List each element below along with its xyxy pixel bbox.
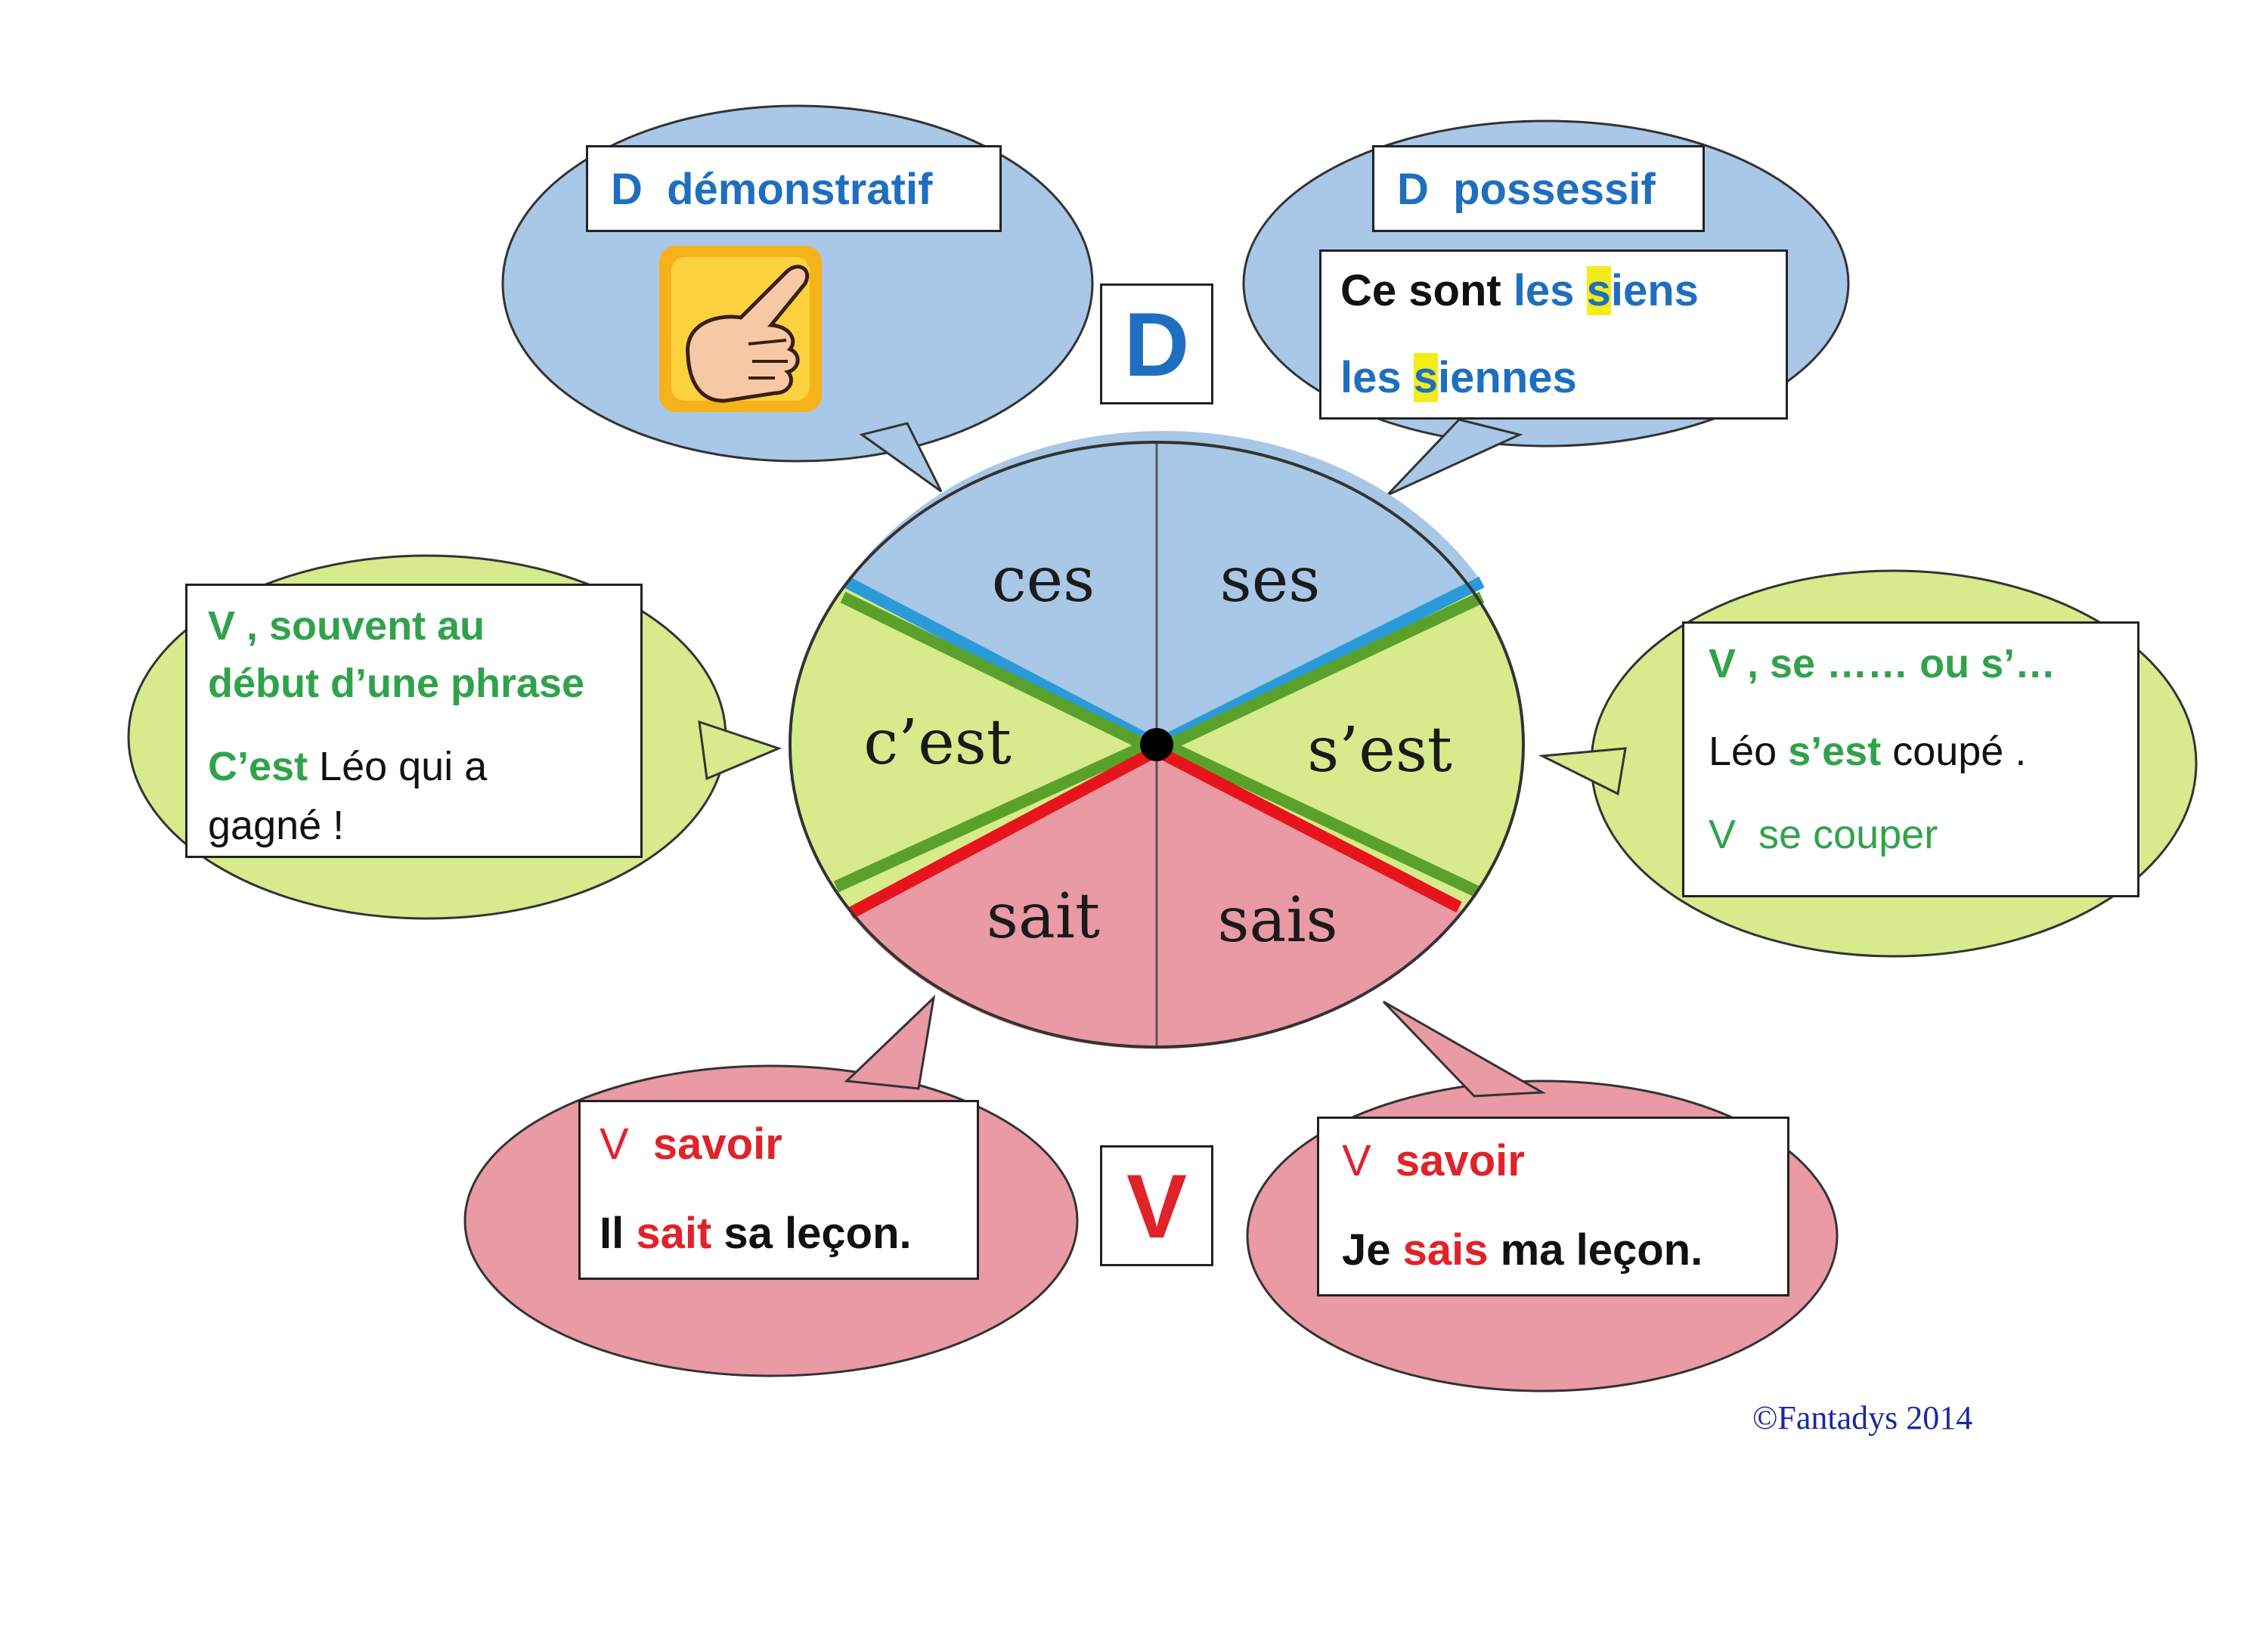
demonstratif-d: D xyxy=(611,165,643,214)
box-possessif-title: D possessif xyxy=(1372,145,1705,232)
cest-example-rest: Léo qui a xyxy=(308,744,488,789)
cest-title-2: début d’une phrase xyxy=(208,661,585,706)
possessif-d: D xyxy=(1397,165,1429,214)
box-sait: V savoir Il sait sa leçon. xyxy=(578,1100,979,1280)
sector-ces-ses xyxy=(847,431,1482,745)
sais-example-word: sais xyxy=(1402,1225,1489,1275)
possessif-line2-a: les xyxy=(1340,353,1414,402)
sait-v: V xyxy=(600,1120,629,1169)
possessif-line2-s: s xyxy=(1413,353,1439,402)
sais-title: savoir xyxy=(1395,1136,1525,1185)
sest-example-c: coupé . xyxy=(1881,729,2027,774)
sais-example-c: ma leçon. xyxy=(1488,1225,1703,1275)
sest-example-a: Léo xyxy=(1709,729,1789,774)
possessif-line1-b: les xyxy=(1513,266,1587,315)
possessif-line1-s: s xyxy=(1586,266,1611,315)
wheel-label-cest: c’est xyxy=(863,707,1012,779)
box-sais: V savoir Je sais ma leçon. xyxy=(1317,1117,1789,1296)
sest-title: V , se …… ou s’… xyxy=(1709,641,2056,686)
sest-example-word: s’est xyxy=(1788,729,1882,774)
big-letter-d: D xyxy=(1100,283,1213,404)
possessif-title: possessif xyxy=(1453,165,1656,214)
wheel-label-ses: ses xyxy=(1220,544,1321,616)
possessif-line1-d: iens xyxy=(1610,266,1699,315)
sait-example-word: sait xyxy=(636,1209,712,1258)
sest-note-v: V xyxy=(1709,812,1737,857)
sait-example-a: Il xyxy=(600,1209,637,1258)
box-demonstratif: D démonstratif xyxy=(586,145,1002,232)
sait-example-c: sa leçon. xyxy=(711,1209,912,1258)
sound-wheel: ces ses c’est s’est sait sais xyxy=(789,431,1525,1049)
wheel-label-sait: sait xyxy=(987,881,1100,953)
possessif-line2-c: iennes xyxy=(1438,353,1577,402)
wheel-label-ces: ces xyxy=(992,544,1095,616)
copyright-credit: ©Fantadys 2014 xyxy=(1752,1399,1973,1436)
sais-v: V xyxy=(1342,1136,1371,1185)
sais-example-a: Je xyxy=(1342,1225,1403,1275)
box-sest: V , se …… ou s’… Léo s’est coupé . V se … xyxy=(1682,621,2139,897)
box-possessif-examples: Ce sont les siens les siennes xyxy=(1319,249,1788,420)
cest-example-word: C’est xyxy=(208,744,308,789)
cest-title-1: V , souvent au xyxy=(208,603,485,649)
sest-note-verb: se couper xyxy=(1758,812,1938,857)
cest-example-line2: gagné ! xyxy=(208,803,345,848)
box-cest: V , souvent au début d’une phrase C’est … xyxy=(185,584,643,858)
pointing-hand-icon xyxy=(659,246,822,412)
sait-title: savoir xyxy=(652,1120,782,1169)
wheel-label-sest: s’est xyxy=(1307,714,1452,786)
possessif-line1-a: Ce sont xyxy=(1340,266,1514,315)
demonstratif-title: démonstratif xyxy=(667,165,933,214)
wheel-label-sais: sais xyxy=(1217,884,1337,956)
wheel-center-dot xyxy=(1140,728,1173,761)
big-letter-v: V xyxy=(1100,1145,1213,1266)
